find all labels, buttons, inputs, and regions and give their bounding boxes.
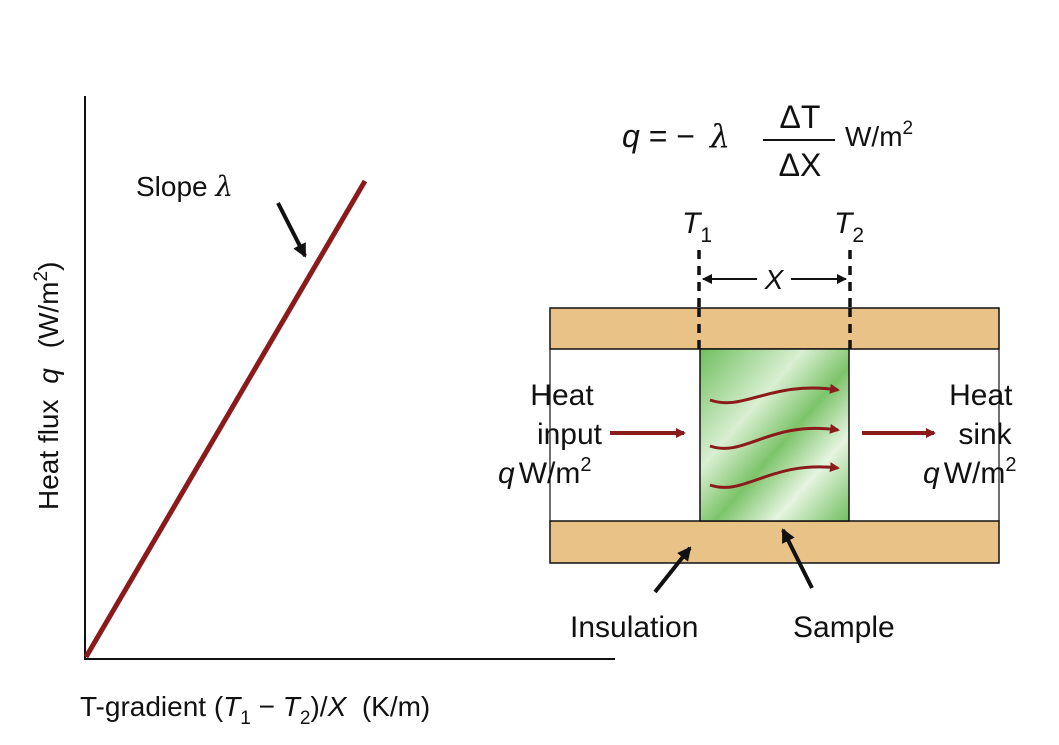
x-dim-label: X (764, 264, 785, 295)
slope-text: Slope (136, 171, 208, 202)
flow-arrow-1 (709, 383, 840, 405)
slope-arrow (276, 202, 307, 258)
y-label-text: Heat flux (33, 400, 64, 511)
y-label-close: ) (33, 262, 64, 271)
equation-lhs: q = − λ (622, 117, 730, 155)
slope-label: Slope λ (136, 170, 233, 203)
heat-input-line2: input (537, 418, 603, 451)
slope-symbol: λ (214, 170, 233, 203)
bottom-insulation (549, 520, 1000, 564)
x-label-x: X (327, 691, 348, 722)
flow-arrow-2 (709, 423, 840, 450)
x-label-t1-sub: 1 (240, 708, 251, 729)
eq-lambda: λ (708, 117, 730, 155)
heat-flux-line (83, 179, 368, 659)
x-label-t1: T (223, 691, 242, 722)
insulation-pointer (653, 546, 692, 594)
sample-label: Sample (793, 611, 895, 644)
heat-sink-label: Heat sink (949, 379, 1021, 451)
equation: q = − λ ΔT ΔX W/m2 (622, 99, 913, 183)
y-label-sup: 2 (31, 271, 52, 282)
top-insulation (549, 307, 1000, 350)
y-label-var: q (33, 368, 64, 384)
graph: Slope λ Heat flux q (W/m2) T-gradient (T… (31, 96, 615, 729)
eq-unit-text: W/m (845, 121, 903, 152)
x-label-t2-sub: 2 (300, 708, 311, 729)
x-axis-label: T-gradient (T1 − T2)/X (K/m) (80, 691, 430, 729)
eq-denominator: ΔX (779, 147, 822, 183)
insulation-label: Insulation (570, 611, 698, 644)
t2-label: T2 (834, 207, 864, 247)
x-label-t2: T (283, 691, 302, 722)
flow-arrow-3 (709, 462, 840, 489)
heat-sink-line2: sink (958, 418, 1012, 451)
x-label-unit: (K/m) (346, 691, 430, 722)
eq-unit: W/m2 (845, 118, 913, 152)
heat-sink-line1: Heat (949, 379, 1013, 412)
y-axis-label: Heat flux q (W/m2) (31, 262, 64, 510)
heat-input-label: Heat input (530, 379, 602, 451)
y-label-unit: (W/m (33, 282, 64, 349)
eq-unit-sup: 2 (903, 118, 914, 139)
x-label-pre: T-gradient ( (80, 691, 224, 722)
heat-input-line1: Heat (530, 379, 594, 412)
eq-numerator: ΔT (780, 99, 821, 135)
sample-pointer (781, 528, 814, 589)
x-label-minus: − (251, 691, 283, 722)
x-label-mid: )/ (310, 691, 327, 722)
eq-q: q (622, 118, 640, 154)
eq-sign: = − (649, 118, 695, 154)
t1-label: T1 (682, 207, 712, 247)
